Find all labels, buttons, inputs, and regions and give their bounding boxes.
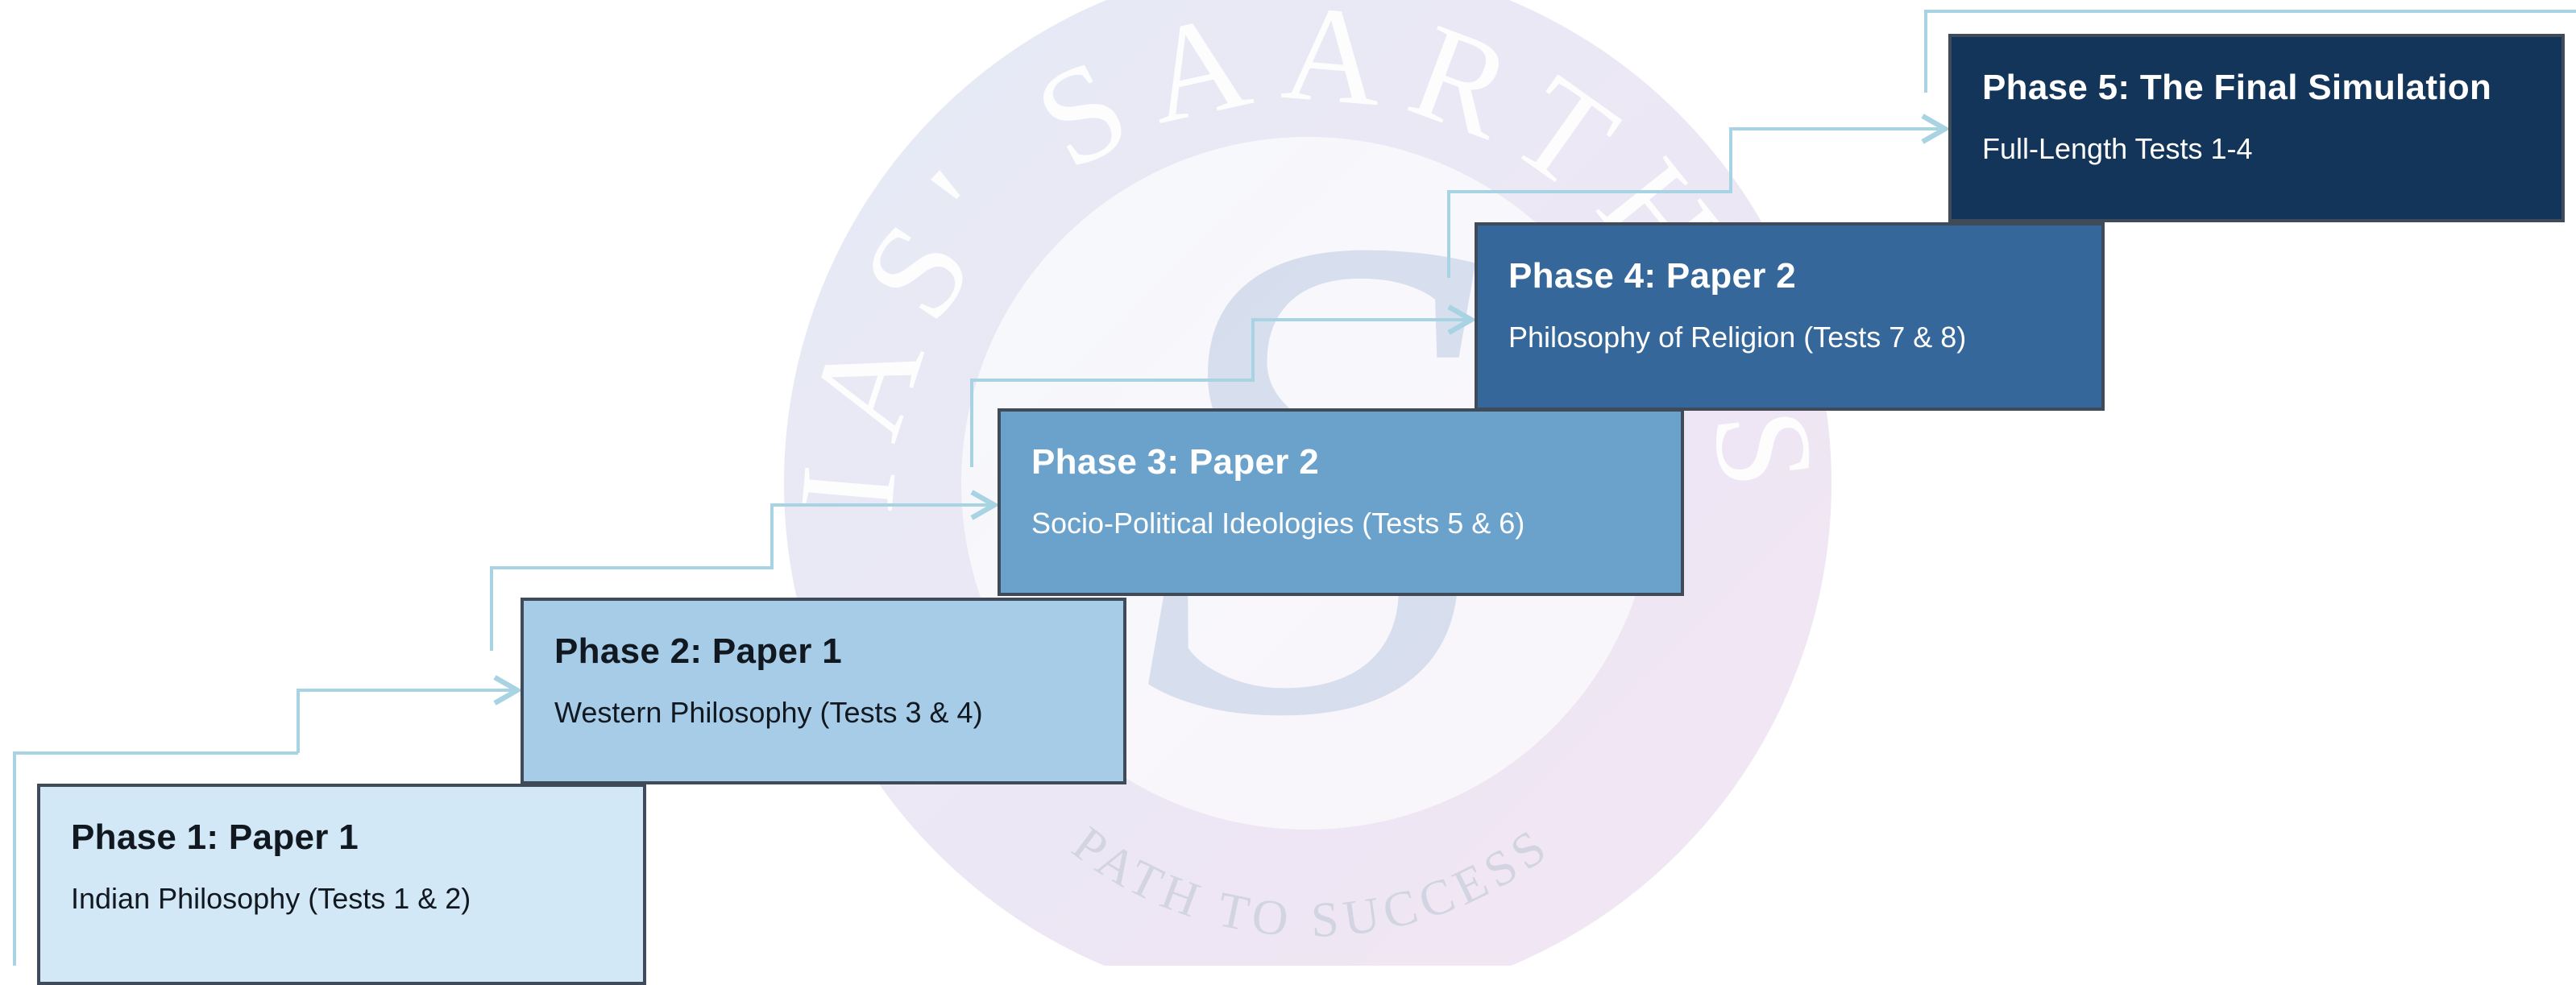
phase-4-box: Phase 4: Paper 2 Philosophy of Religion …	[1475, 222, 2105, 411]
phase-3-box: Phase 3: Paper 2 Socio-Political Ideolog…	[998, 408, 1684, 596]
phase-4-title: Phase 4: Paper 2	[1508, 256, 1796, 296]
phase-5-title: Phase 5: The Final Simulation	[1982, 68, 2492, 107]
connector-4-5	[1447, 114, 1951, 278]
connector-lines	[13, 10, 2576, 966]
phase-2-title: Phase 2: Paper 1	[554, 631, 842, 671]
connector-3-4	[970, 304, 1477, 467]
phase-3-subtitle: Socio-Political Ideologies (Tests 5 & 6)	[1031, 507, 1525, 540]
connector-start	[13, 751, 298, 966]
phase-2-box: Phase 2: Paper 1 Western Philosophy (Tes…	[521, 598, 1126, 784]
phase-4-subtitle: Philosophy of Religion (Tests 7 & 8)	[1508, 321, 1967, 354]
phase-1-title: Phase 1: Paper 1	[71, 817, 359, 857]
phase-5-subtitle: Full-Length Tests 1-4	[1982, 132, 2253, 165]
phase-1-subtitle: Indian Philosophy (Tests 1 & 2)	[71, 882, 471, 915]
phase-2-subtitle: Western Philosophy (Tests 3 & 4)	[554, 696, 983, 729]
connector-1-2	[297, 675, 523, 753]
phase-3-title: Phase 3: Paper 2	[1031, 442, 1319, 482]
connector-end	[1924, 10, 2576, 93]
phase-5-box: Phase 5: The Final Simulation Full-Lengt…	[1948, 34, 2565, 222]
phase-1-box: Phase 1: Paper 1 Indian Philosophy (Test…	[37, 784, 646, 985]
connector-2-3	[490, 490, 1000, 651]
